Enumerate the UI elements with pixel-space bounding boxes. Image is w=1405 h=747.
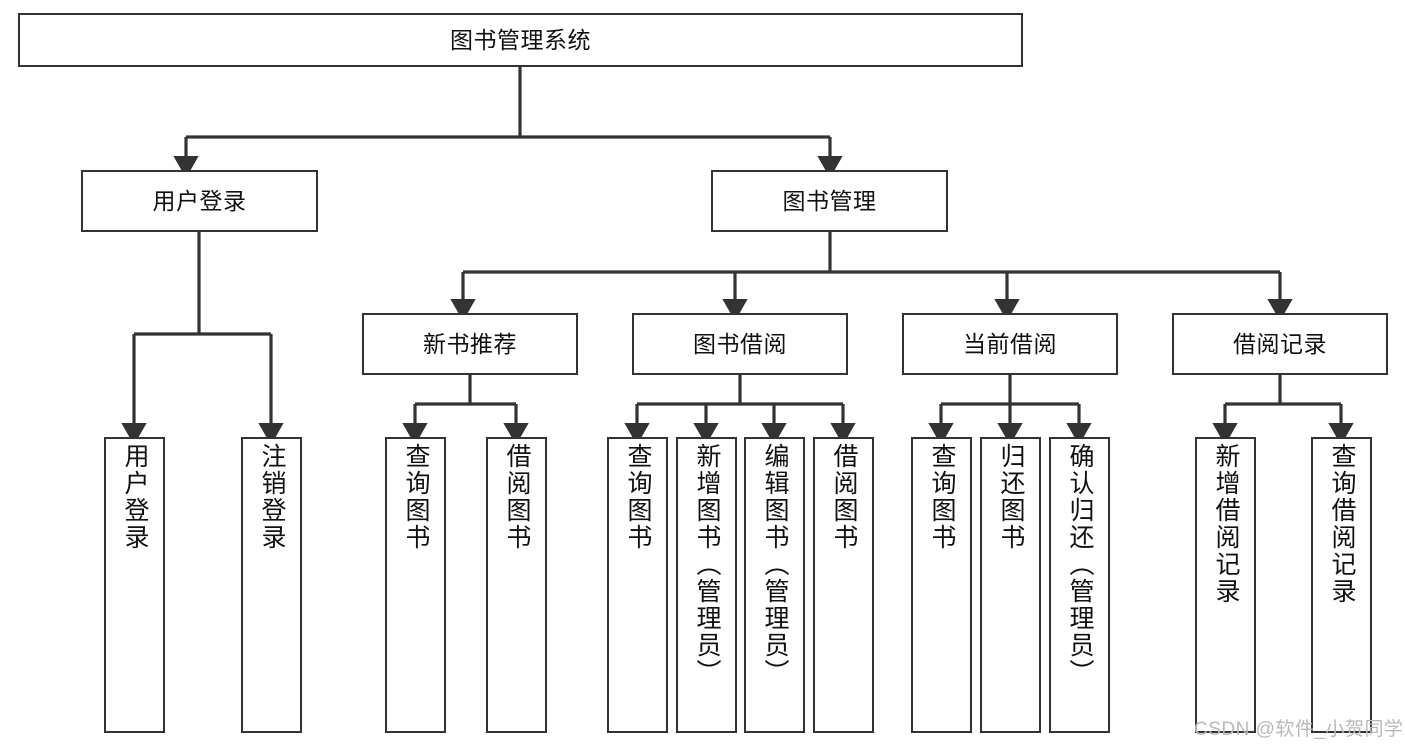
node-current-borrow[interactable]: 当前借阅 bbox=[902, 313, 1118, 375]
node-label: 确认归还（管理员） bbox=[1066, 443, 1094, 686]
leaf-book-borrow-1[interactable]: 查询图书 bbox=[607, 437, 668, 733]
node-book-borrow[interactable]: 图书借阅 bbox=[632, 313, 848, 375]
node-label: 用户登录 bbox=[121, 443, 149, 551]
node-label: 借阅图书 bbox=[503, 443, 531, 551]
node-label: 查询借阅记录 bbox=[1328, 443, 1356, 605]
node-label: 当前借阅 bbox=[963, 330, 1057, 357]
leaf-book-borrow-4[interactable]: 借阅图书 bbox=[813, 437, 874, 733]
node-label: 查询图书 bbox=[402, 443, 430, 551]
node-label: 归还图书 bbox=[997, 443, 1025, 551]
node-label: 查询图书 bbox=[928, 443, 956, 551]
node-label: 新增图书（管理员） bbox=[693, 443, 721, 686]
node-label: 借阅图书 bbox=[830, 443, 858, 551]
leaf-book-borrow-2[interactable]: 新增图书（管理员） bbox=[676, 437, 737, 733]
node-label: 查询图书 bbox=[624, 443, 652, 551]
leaf-borrow-record-1[interactable]: 新增借阅记录 bbox=[1195, 437, 1256, 733]
leaf-new-book-1[interactable]: 查询图书 bbox=[385, 437, 446, 733]
node-label: 图书管理 bbox=[782, 187, 877, 214]
node-label: 图书借阅 bbox=[693, 330, 787, 357]
node-book-management[interactable]: 图书管理 bbox=[711, 170, 948, 232]
csdn-watermark: CSDN @软件_小贺同学 bbox=[1194, 719, 1404, 740]
node-label: 编辑图书（管理员） bbox=[761, 443, 789, 686]
node-label: 借阅记录 bbox=[1233, 330, 1327, 357]
node-label: 图书管理系统 bbox=[450, 26, 591, 53]
leaf-book-borrow-3[interactable]: 编辑图书（管理员） bbox=[744, 437, 805, 733]
node-label: 新书推荐 bbox=[423, 330, 517, 357]
node-label: 用户登录 bbox=[152, 187, 247, 214]
node-borrow-record[interactable]: 借阅记录 bbox=[1172, 313, 1388, 375]
leaf-current-borrow-1[interactable]: 查询图书 bbox=[911, 437, 972, 733]
node-user-login[interactable]: 用户登录 bbox=[81, 170, 318, 232]
node-label: 新增借阅记录 bbox=[1212, 443, 1240, 605]
node-root-system[interactable]: 图书管理系统 bbox=[18, 13, 1023, 67]
leaf-borrow-record-2[interactable]: 查询借阅记录 bbox=[1311, 437, 1372, 733]
leaf-user-login-1[interactable]: 用户登录 bbox=[104, 437, 165, 733]
node-new-book-recommend[interactable]: 新书推荐 bbox=[362, 313, 578, 375]
leaf-user-login-2[interactable]: 注销登录 bbox=[241, 437, 302, 733]
leaf-new-book-2[interactable]: 借阅图书 bbox=[486, 437, 547, 733]
leaf-current-borrow-3[interactable]: 确认归还（管理员） bbox=[1049, 437, 1110, 733]
leaf-current-borrow-2[interactable]: 归还图书 bbox=[980, 437, 1041, 733]
node-label: 注销登录 bbox=[258, 443, 286, 551]
